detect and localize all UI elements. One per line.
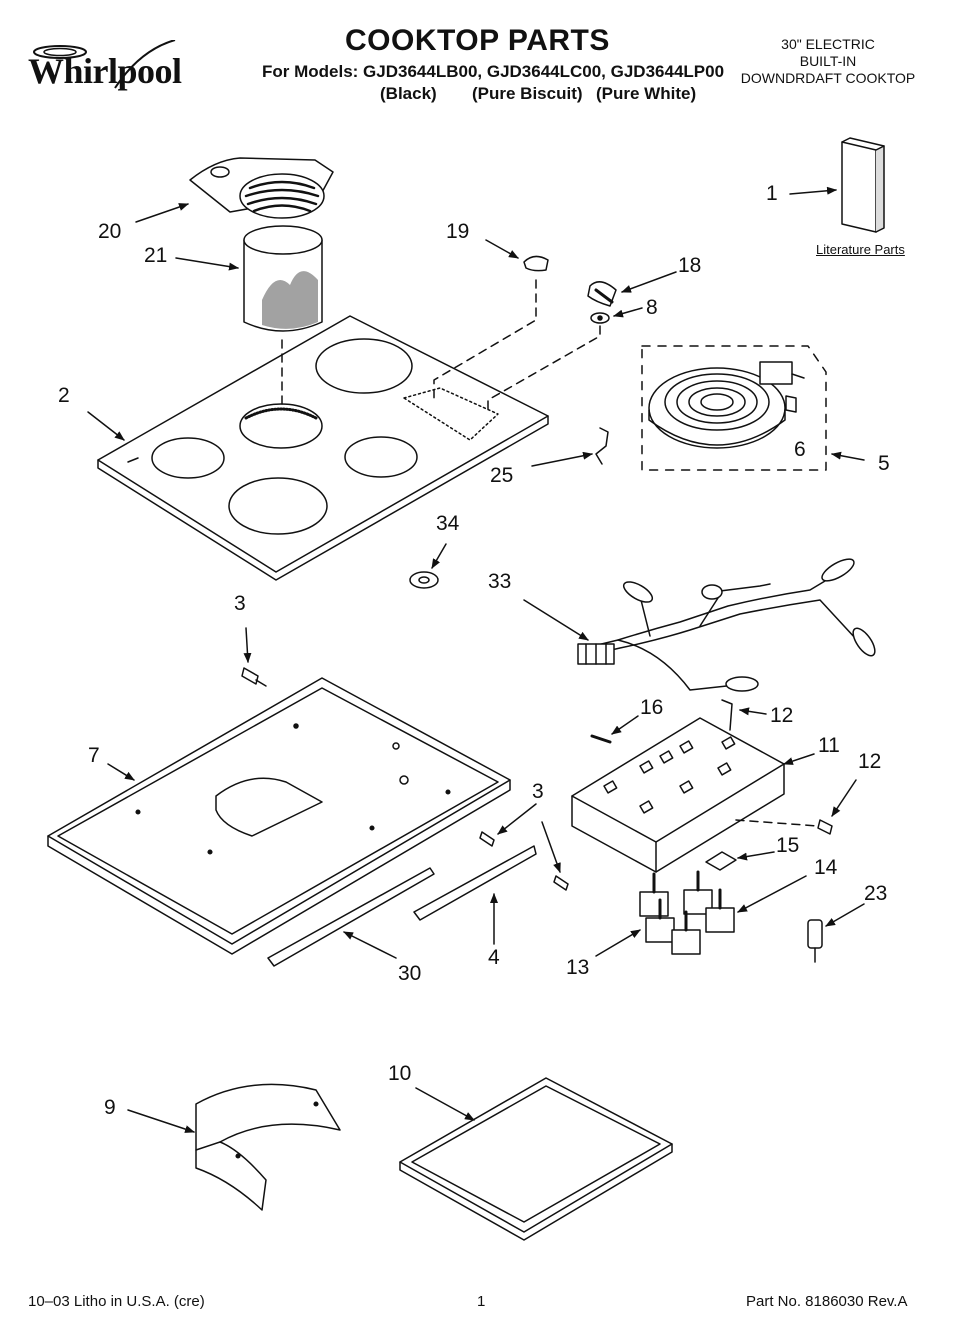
logo-swirl-icon — [33, 40, 176, 89]
spec-line-2: BUILT-IN — [799, 53, 857, 69]
callout-12b: 12 — [858, 750, 882, 773]
drip-tray — [399, 1077, 673, 1241]
sensor-23 — [807, 919, 823, 963]
callout-20: 20 — [98, 220, 122, 243]
brand-name: Whirlpool — [28, 51, 182, 91]
callout-4: 4 — [488, 946, 500, 969]
screws-3 — [241, 667, 569, 891]
callout-5: 5 — [878, 452, 890, 475]
callout-1: 1 — [766, 182, 778, 205]
callout-3b: 3 — [532, 780, 544, 803]
callout-23: 23 — [864, 882, 888, 905]
callout-12a: 12 — [770, 704, 794, 727]
color-white: (Pure White) — [596, 84, 697, 103]
leader-arrows — [87, 186, 865, 1133]
bracket-25 — [595, 427, 609, 465]
grommet-34 — [409, 571, 439, 589]
callout-19: 19 — [446, 220, 470, 243]
rail-30 — [267, 867, 435, 967]
screw-12-top — [721, 699, 733, 731]
callout-9: 9 — [104, 1096, 116, 1119]
color-biscuit: (Pure Biscuit) — [472, 84, 583, 103]
footer-part-number: Part No. 8186030 Rev.A — [746, 1293, 908, 1310]
burner-box — [47, 677, 511, 955]
callout-15: 15 — [776, 834, 800, 857]
spec-block: 30" ELECTRIC BUILT-IN DOWNDRDAFT COOKTOP — [728, 36, 928, 87]
spec-line-3: DOWNDRDAFT COOKTOP — [740, 70, 916, 86]
literature-booklet — [841, 137, 885, 233]
callout-6: 6 — [794, 438, 806, 461]
footer-litho: 10–03 Litho in U.S.A. (cre) — [28, 1293, 205, 1310]
models-line: For Models: GJD3644LB00, GJD3644LC00, GJ… — [262, 62, 725, 81]
model-colors: (Black) (Pure Biscuit) (Pure White) — [380, 84, 696, 104]
part-16 — [590, 734, 612, 744]
page-title: COOKTOP PARTS — [345, 24, 610, 57]
callout-13: 13 — [566, 956, 590, 979]
callout-25: 25 — [490, 464, 514, 487]
glass-cooktop — [97, 315, 549, 581]
callout-7: 7 — [88, 744, 100, 767]
callout-18: 18 — [678, 254, 702, 277]
color-black: (Black) — [380, 84, 437, 103]
wire-harness — [577, 558, 876, 692]
callout-11: 11 — [818, 734, 840, 757]
callout-16: 16 — [640, 696, 664, 719]
literature-parts-label: Literature Parts — [816, 242, 905, 257]
screw-12-guide — [735, 819, 819, 827]
part-15 — [705, 851, 737, 871]
whirlpool-logo: Whirlpool — [20, 40, 220, 110]
callout-10: 10 — [388, 1062, 412, 1085]
radiant-element — [641, 345, 827, 471]
callout-34: 34 — [436, 512, 460, 535]
footer-page-number: 1 — [477, 1293, 486, 1310]
rail-4 — [413, 845, 537, 921]
callout-2: 2 — [58, 384, 70, 407]
vent-grille-and-filter — [189, 157, 334, 332]
callout-33: 33 — [488, 570, 512, 593]
switch-box — [571, 717, 785, 873]
duct-band — [195, 1083, 341, 1211]
callout-21: 21 — [144, 244, 168, 267]
callout-30: 30 — [398, 962, 422, 985]
knob-parts — [281, 255, 617, 411]
infinite-switches — [639, 870, 735, 955]
callout-8: 8 — [646, 296, 658, 319]
callout-14: 14 — [814, 856, 838, 879]
callout-3a: 3 — [234, 592, 246, 615]
screw-12-right — [817, 819, 833, 835]
spec-line-1: 30" ELECTRIC — [781, 36, 875, 52]
